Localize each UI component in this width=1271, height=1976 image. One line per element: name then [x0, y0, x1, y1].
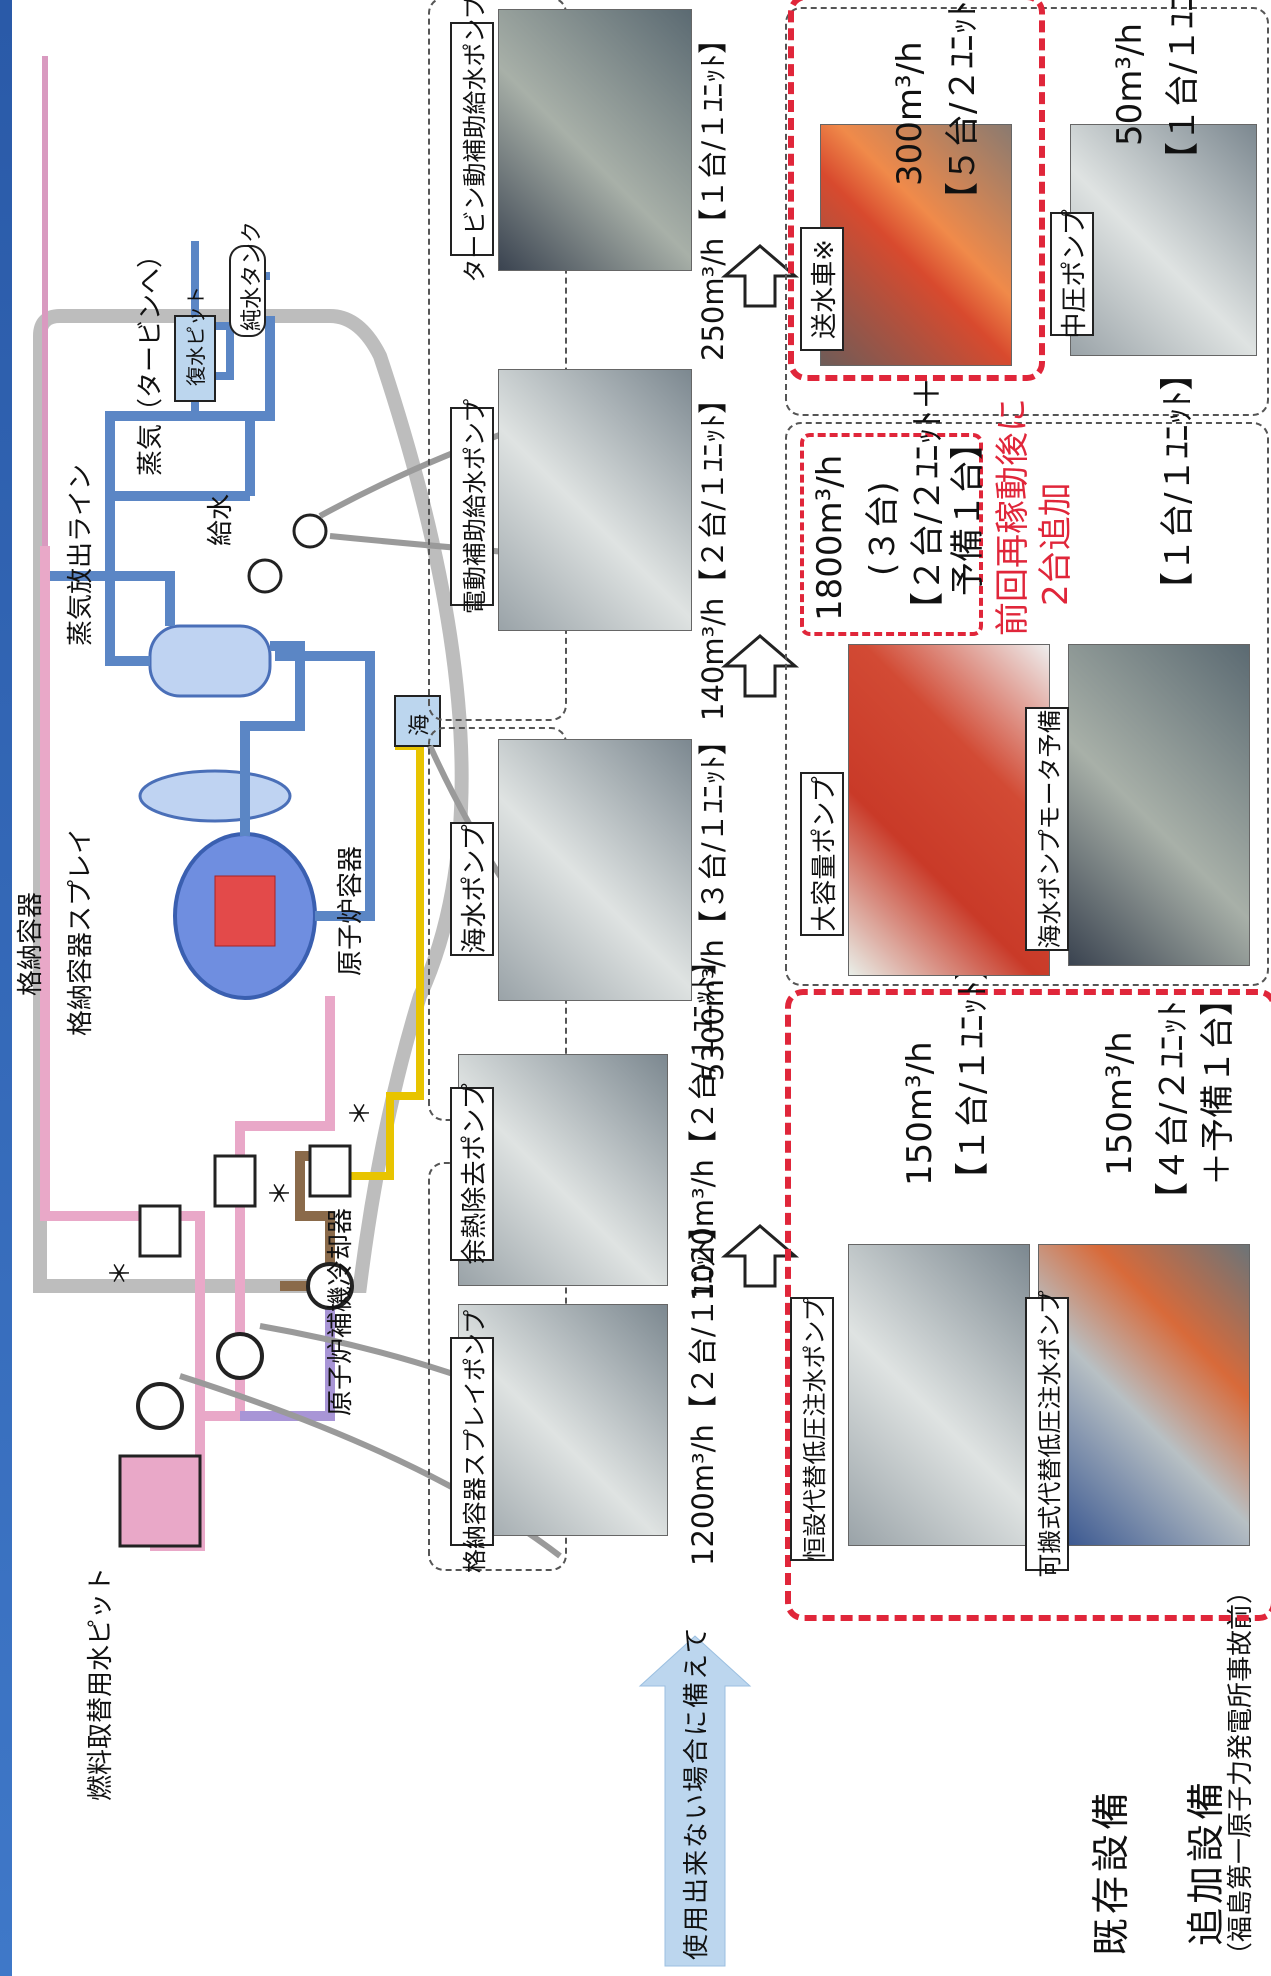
flow-permanent-lp-pump: 150m³/h	[900, 1041, 940, 1186]
label-large-capacity-pump: 大容量ポンプ	[800, 772, 844, 936]
units-seawater-motor-spare: 【１台/１ﾕﾆｯﾄ】	[1150, 357, 1199, 606]
flow-water-truck: 300m³/h	[890, 41, 930, 186]
additional-heading-text: 追加設備	[1175, 1778, 1230, 1946]
units-water-truck: 【５台/２ﾕﾆｯﾄ】	[935, 0, 984, 216]
units-portable-lp-pump: 【４台/２ﾕﾆｯﾄ	[1145, 1001, 1194, 1216]
flow-large-capacity-pump: 1800m³/h	[810, 455, 850, 621]
photo-portable-lp-pump	[1038, 1244, 1250, 1546]
photo-large-capacity-pump	[848, 644, 1050, 976]
label-permanent-lp-pump: 恒設代替低圧注水ポンプ	[790, 1297, 834, 1561]
units-permanent-lp-pump: 【１台/１ﾕﾆｯﾄ】	[945, 947, 994, 1196]
label-seawater-motor-spare: 海水ポンプモータ予備	[1025, 707, 1069, 951]
flow-portable-lp-pump: 150m³/h	[1100, 1031, 1140, 1176]
label-water-truck: 送水車※	[800, 227, 844, 351]
count-large-capacity-pump: (３台)	[855, 481, 904, 576]
units2-large-capacity-pump: 予備１台】	[940, 426, 989, 596]
photo-permanent-lp-pump	[848, 1244, 1030, 1546]
red-note-line2: 2台追加	[1028, 482, 1077, 606]
units2-portable-lp-pump: ＋予備１台】	[1190, 982, 1239, 1186]
flow-medium-pressure-pump: 50m³/h	[1110, 23, 1150, 146]
label-portable-lp-pump: 可搬式代替低圧注水ポンプ	[1025, 1297, 1069, 1571]
red-note-line1: 前回再稼動後に	[985, 398, 1034, 636]
photo-seawater-motor-spare	[1068, 644, 1250, 966]
units-medium-pressure-pump: 【１台/１ﾕﾆｯﾄ】	[1155, 0, 1204, 176]
label-medium-pressure-pump: 中圧ポンプ	[1050, 212, 1094, 336]
